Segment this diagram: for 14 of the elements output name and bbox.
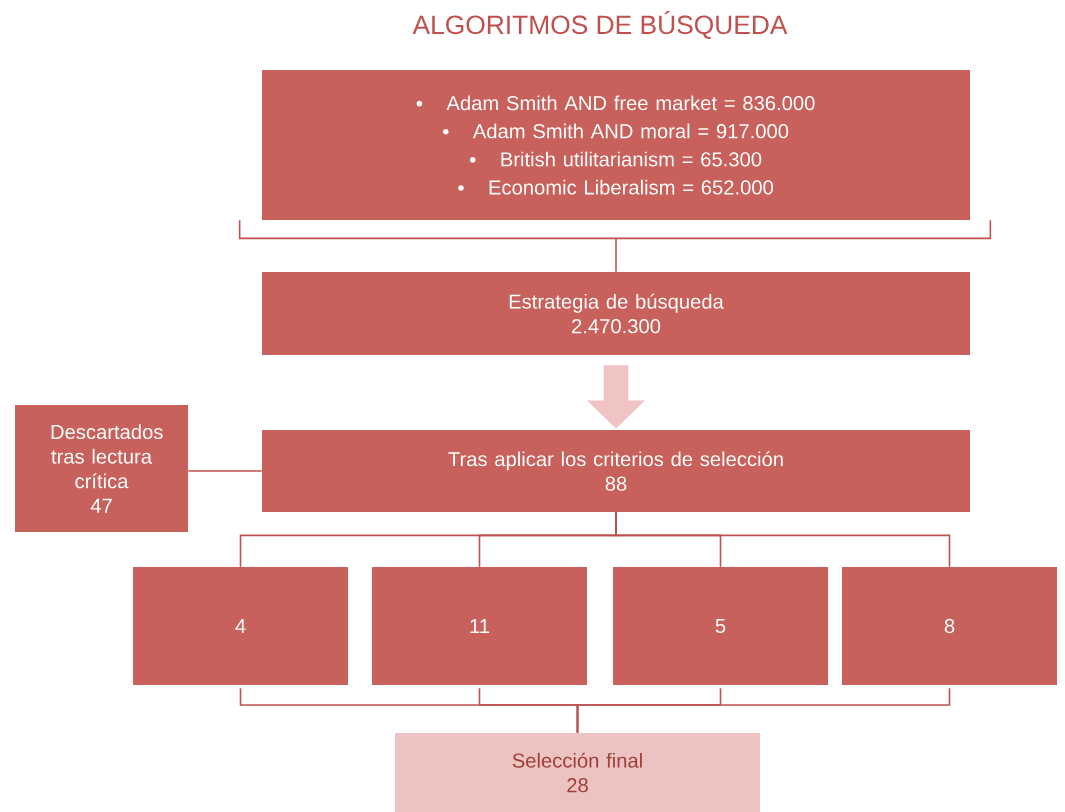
process-box: 5	[613, 567, 828, 685]
title: ALGORITMOS DE BÚSQUEDA	[412, 11, 788, 39]
process-box: Descartados tras lectura crítica 47	[15, 405, 188, 532]
process-box: Tras aplicar los criterios de selección 88	[262, 430, 970, 512]
connector-line	[615, 511, 951, 568]
connector-line	[576, 687, 951, 734]
connector-line	[187, 470, 263, 472]
process-box: 4	[133, 567, 348, 685]
process-box: Estrategia de búsqueda 2.470.300	[262, 272, 970, 355]
process-box: 8	[842, 567, 1057, 685]
connector-line	[238, 219, 992, 273]
result-box: Selección final 28	[395, 733, 760, 812]
process-box: Adam Smith AND free market = 836.000 Adam Smith AND moral = 917.000 British utilitarianism = 65.300 Economic Liberalism = 652.000	[262, 70, 970, 220]
process-box: 11	[372, 567, 587, 685]
